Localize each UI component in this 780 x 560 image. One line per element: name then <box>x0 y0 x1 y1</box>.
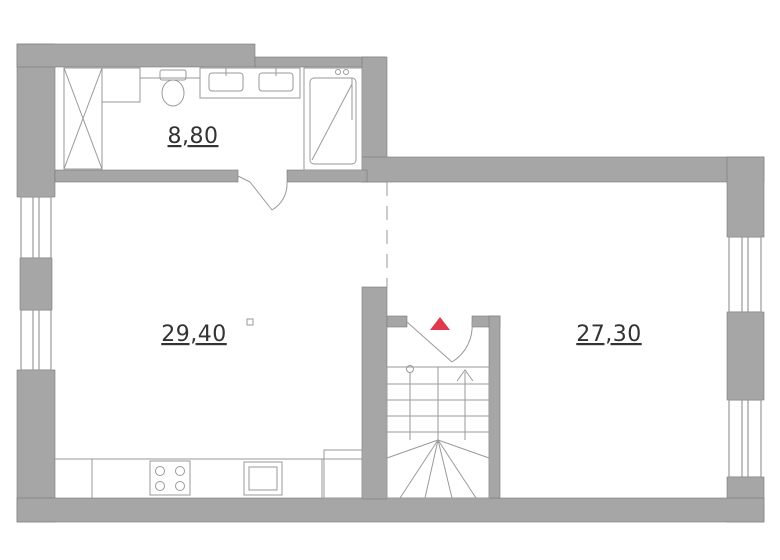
center-marker <box>246 318 254 326</box>
cooktop-icon <box>149 460 191 496</box>
window-right-top <box>728 236 762 313</box>
wall-left-lower <box>16 369 56 523</box>
window-left-top <box>20 196 52 259</box>
window-left-bottom <box>20 309 52 371</box>
windows <box>20 196 762 478</box>
wall-right-pier <box>726 311 765 401</box>
wall-top-bedroom <box>361 156 765 183</box>
bathroom-door-icon <box>237 175 288 211</box>
wall-top-left <box>16 43 256 68</box>
entrance-door-icon <box>406 321 473 363</box>
room-area-bathroom: 8,80 <box>168 124 219 149</box>
bathroom-cabinet <box>101 67 200 103</box>
room-area-bedroom: 27,30 <box>576 322 641 347</box>
wall-right-upper <box>726 156 765 238</box>
kitchen-counter <box>55 449 363 499</box>
window-right-bottom <box>728 399 762 478</box>
staircase-icon <box>386 365 490 499</box>
room-area-living-kitchen: 29,40 <box>161 322 226 347</box>
double-sink-icon <box>199 67 301 99</box>
wall-left-pier <box>19 257 53 311</box>
shower-icon <box>63 67 103 170</box>
wall-left-upper <box>16 43 56 198</box>
walls <box>16 43 765 523</box>
wall-stair-right <box>488 315 501 499</box>
fixtures <box>55 67 490 499</box>
wall-bath-bottom-left <box>54 169 239 183</box>
wall-stair-left <box>361 286 388 500</box>
bathtub-icon <box>303 67 363 171</box>
wall-stair-top-left <box>386 315 408 328</box>
kitchen-sink-icon <box>243 461 283 496</box>
entrance-marker-icon <box>430 317 450 330</box>
wall-bath-bottom-right <box>286 169 368 183</box>
wall-bottom <box>16 497 765 523</box>
toilet-icon <box>159 69 187 107</box>
